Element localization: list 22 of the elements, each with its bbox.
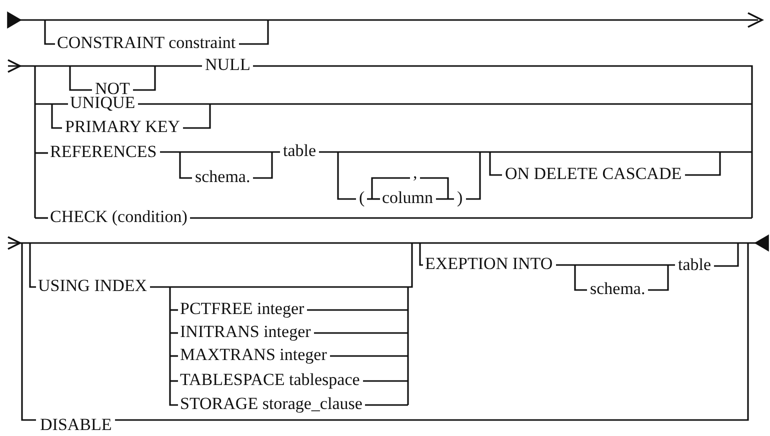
syntax-term: , xyxy=(413,164,418,182)
syntax-term: USING INDEX xyxy=(38,277,148,295)
syntax-term: CONSTRAINT constraint xyxy=(57,34,236,52)
syntax-term: STORAGE storage_clause xyxy=(180,395,362,413)
syntax-term: ON DELETE CASCADE xyxy=(505,165,682,183)
syntax-term: table xyxy=(283,142,316,160)
syntax-term: INITRANS integer xyxy=(180,323,311,341)
syntax-term: schema. xyxy=(590,280,646,298)
syntax-term: NULL xyxy=(205,56,250,74)
syntax-term: column xyxy=(382,189,433,207)
syntax-term: TABLESPACE tablespace xyxy=(180,371,360,389)
syntax-term: table xyxy=(678,256,712,274)
syntax-term: ( xyxy=(359,189,365,207)
syntax-term: EXEPTION INTO xyxy=(425,255,553,273)
syntax-term: DISABLE xyxy=(40,416,112,434)
syntax-term: MAXTRANS integer xyxy=(180,346,327,364)
syntax-term: PCTFREE integer xyxy=(180,300,304,318)
syntax-term: CHECK (condition) xyxy=(50,208,188,226)
syntax-term: ) xyxy=(457,189,463,207)
syntax-term: REFERENCES xyxy=(50,143,157,161)
syntax-term: PRIMARY KEY xyxy=(65,118,180,136)
syntax-term: schema. xyxy=(195,168,250,186)
